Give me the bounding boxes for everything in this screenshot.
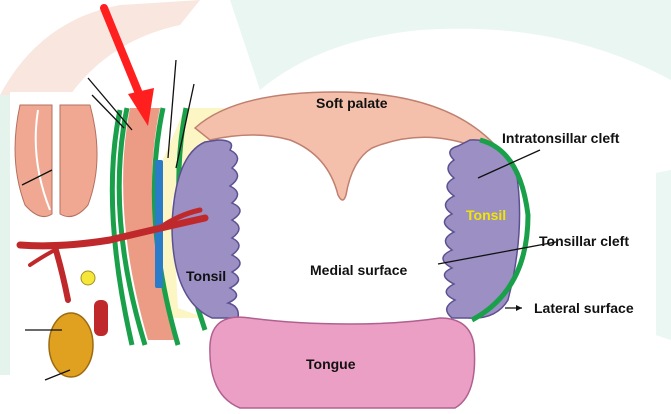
pillar-structure [14,104,98,217]
leader-arrow-icon [516,305,522,311]
artery [16,207,209,303]
constrictor-muscle-band [123,108,176,340]
label-intratonsillar-cleft: Intratonsillar cleft [502,130,620,146]
label-soft-palate: Soft palate [316,95,388,111]
tongue [209,316,476,409]
label-tongue: Tongue [306,356,356,372]
gland [48,312,94,378]
label-lateral-surface: Lateral surface [534,300,634,316]
blue-strip [155,160,163,288]
peritonsillar-space [150,108,235,318]
soft-palate [193,91,497,201]
right-capsule-line [470,137,531,323]
label-tonsil-right: Tonsil [466,207,507,223]
label-medial-surface: Medial surface [310,262,408,278]
red-pointer-arrow-icon [100,4,154,126]
nerve-circle [80,270,96,286]
label-tonsillar-cleft: Tonsillar cleft [539,233,629,249]
left-tonsil [171,139,241,319]
label-tonsil-left: Tonsil [186,268,227,284]
vein [94,300,108,336]
